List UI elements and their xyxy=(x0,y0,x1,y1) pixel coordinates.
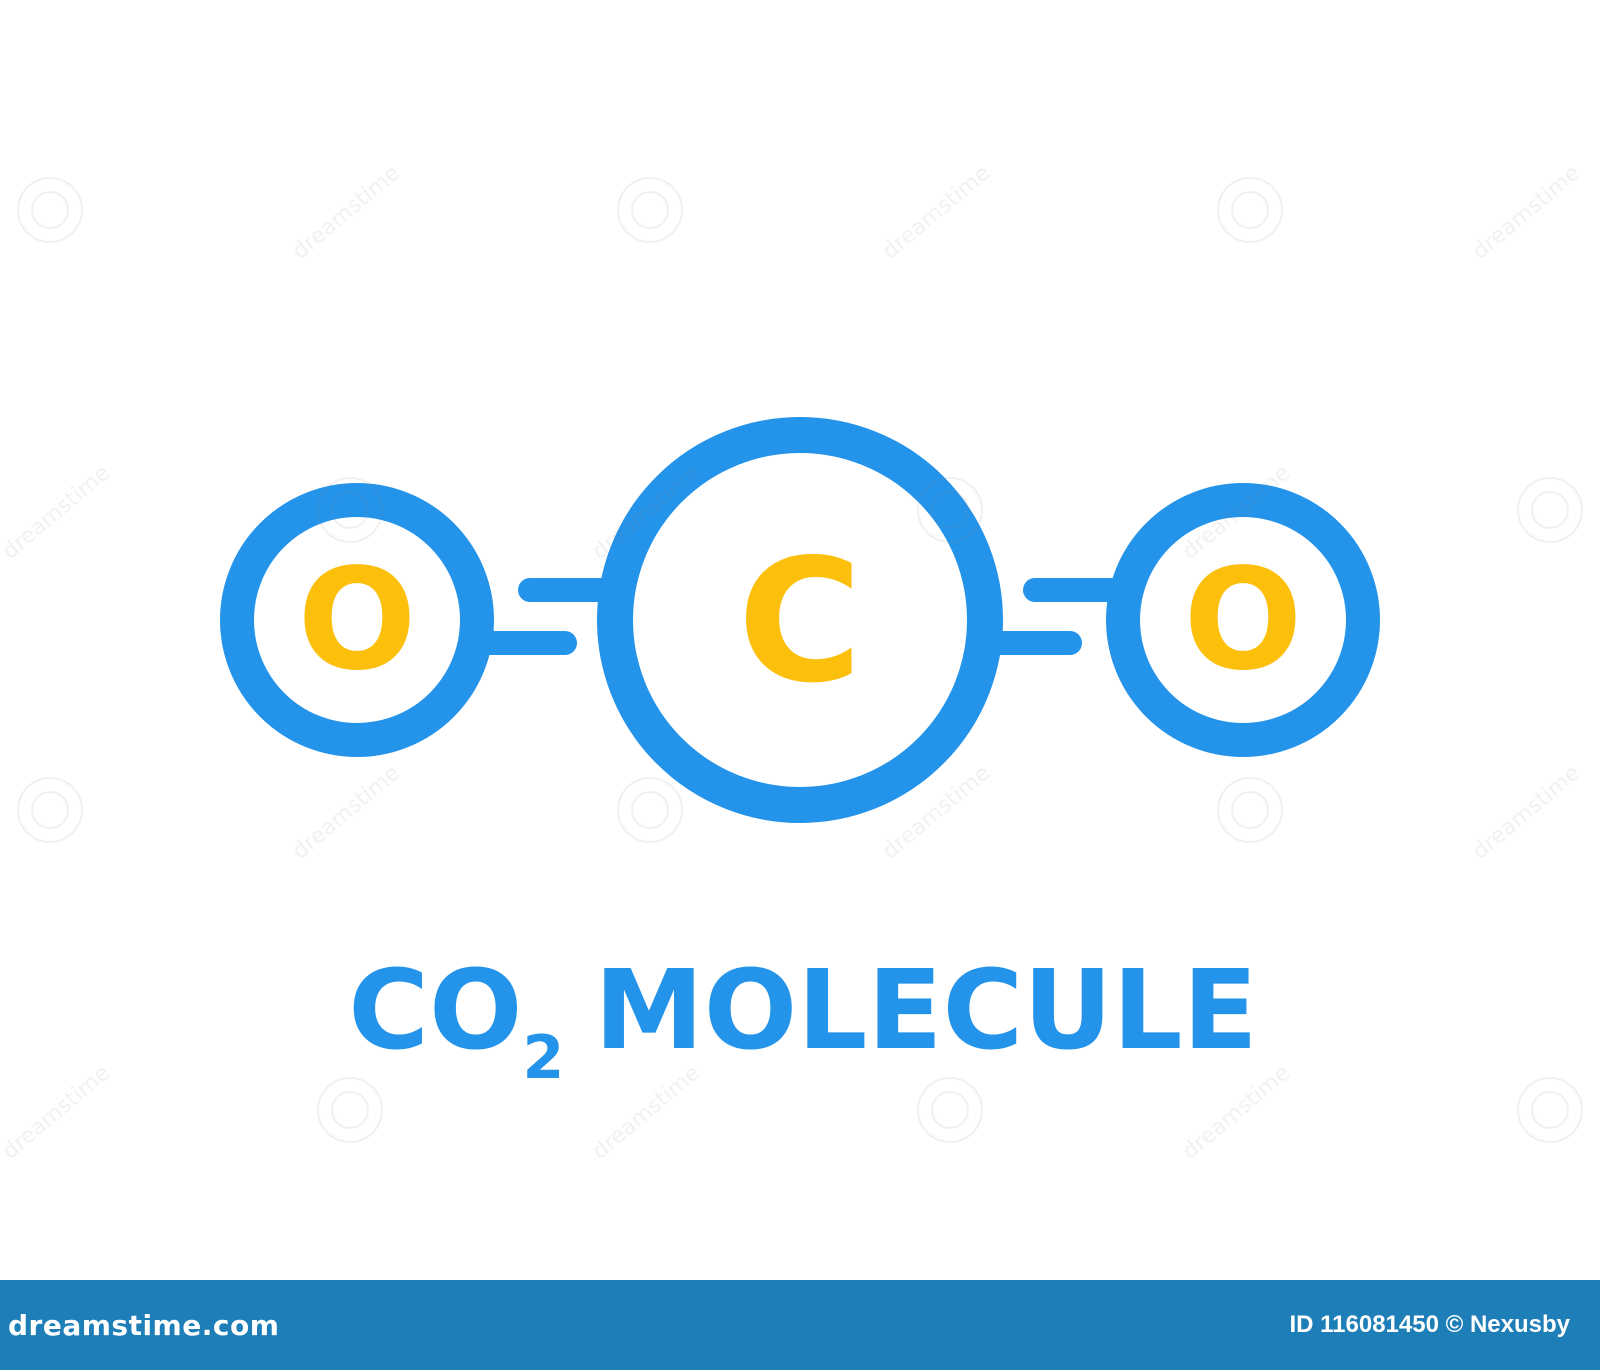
title-subscript: 2 xyxy=(523,1023,565,1093)
oxygen-ring-left xyxy=(220,483,494,757)
oxygen-label-left: O xyxy=(297,539,416,702)
footer-image-id: ID 116081450 © Nexusby xyxy=(1289,1311,1570,1338)
oxygen-atom-right: O xyxy=(1106,483,1380,757)
title-word: MOLECULE xyxy=(594,946,1258,1074)
carbon-atom-center: C xyxy=(597,417,1003,823)
oxygen-label-right: O xyxy=(1183,539,1302,702)
oxygen-ring-right xyxy=(1106,483,1380,757)
carbon-ring xyxy=(597,417,1003,823)
title-formula: CO xyxy=(348,946,522,1074)
molecule-title: CO2 MOLECULE xyxy=(348,946,1258,1093)
footer-bar: dreamstime.com ID 116081450 © Nexusby xyxy=(0,1280,1600,1370)
footer-logo[interactable]: dreamstime.com xyxy=(8,1308,280,1342)
double-bond-right xyxy=(973,578,1137,655)
co2-molecule-diagram: O C O CO2 MOLECULE xyxy=(220,417,1380,1093)
oxygen-atom-left: O xyxy=(220,483,494,757)
carbon-label: C xyxy=(738,523,863,721)
